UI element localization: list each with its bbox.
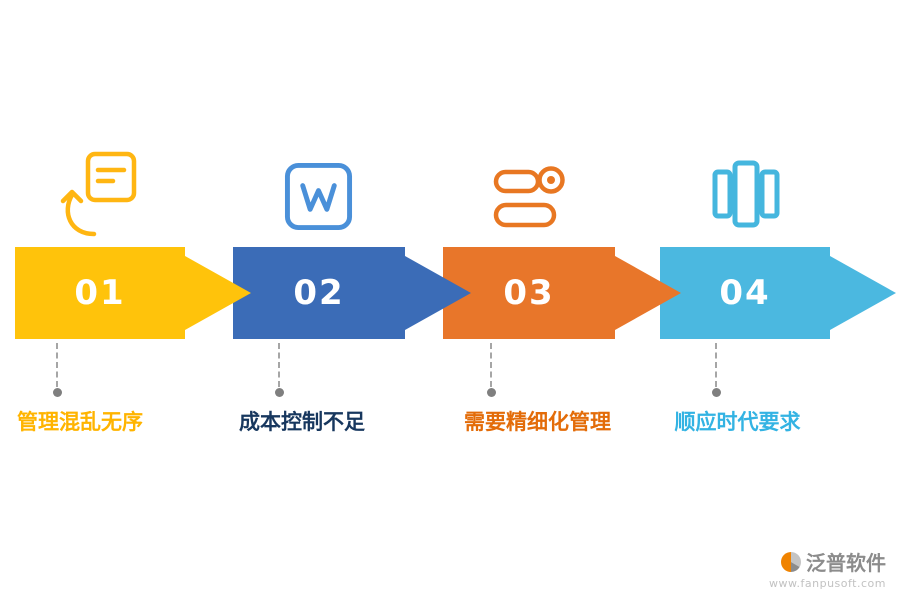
columns-book-icon <box>712 160 780 228</box>
step-banner-4: 04 <box>660 247 830 339</box>
brand-row: 泛普软件 <box>769 547 886 576</box>
connector-line-2 <box>275 343 284 397</box>
step-label-3: 需要精细化管理 <box>464 410 611 434</box>
step-number-2: 02 <box>293 273 345 313</box>
brand-logo: 泛普软件 www.fanpusoft.com <box>769 547 886 590</box>
connector-line-3 <box>487 343 496 397</box>
step-number-3: 03 <box>503 273 555 313</box>
connector-line-1 <box>53 343 62 397</box>
step-number-1: 01 <box>74 273 126 313</box>
upload-document-icon <box>60 151 137 237</box>
word-document-icon <box>284 162 353 231</box>
arrow-right-icon <box>405 256 471 330</box>
arrow-right-icon <box>185 256 251 330</box>
step-label-4: 顺应时代要求 <box>674 410 801 434</box>
step-number-4: 04 <box>719 273 771 313</box>
brand-name: 泛普软件 <box>806 551 886 575</box>
connector-dot <box>487 388 496 397</box>
connector-dot <box>275 388 284 397</box>
step-banner-1: 01 <box>15 247 185 339</box>
step-label-2: 成本控制不足 <box>239 410 365 434</box>
step-label-1: 管理混乱无序 <box>17 410 143 434</box>
step-banner-3: 03 <box>443 247 615 339</box>
records-icon <box>493 166 565 228</box>
connector-dot <box>53 388 62 397</box>
connector-dot <box>712 388 721 397</box>
arrow-right-icon <box>615 256 681 330</box>
arrow-right-icon <box>830 256 896 330</box>
step-banner-2: 02 <box>233 247 405 339</box>
connector-line-4 <box>712 343 721 397</box>
fanpu-logo-icon <box>781 551 801 572</box>
brand-website: www.fanpusoft.com <box>769 577 886 590</box>
